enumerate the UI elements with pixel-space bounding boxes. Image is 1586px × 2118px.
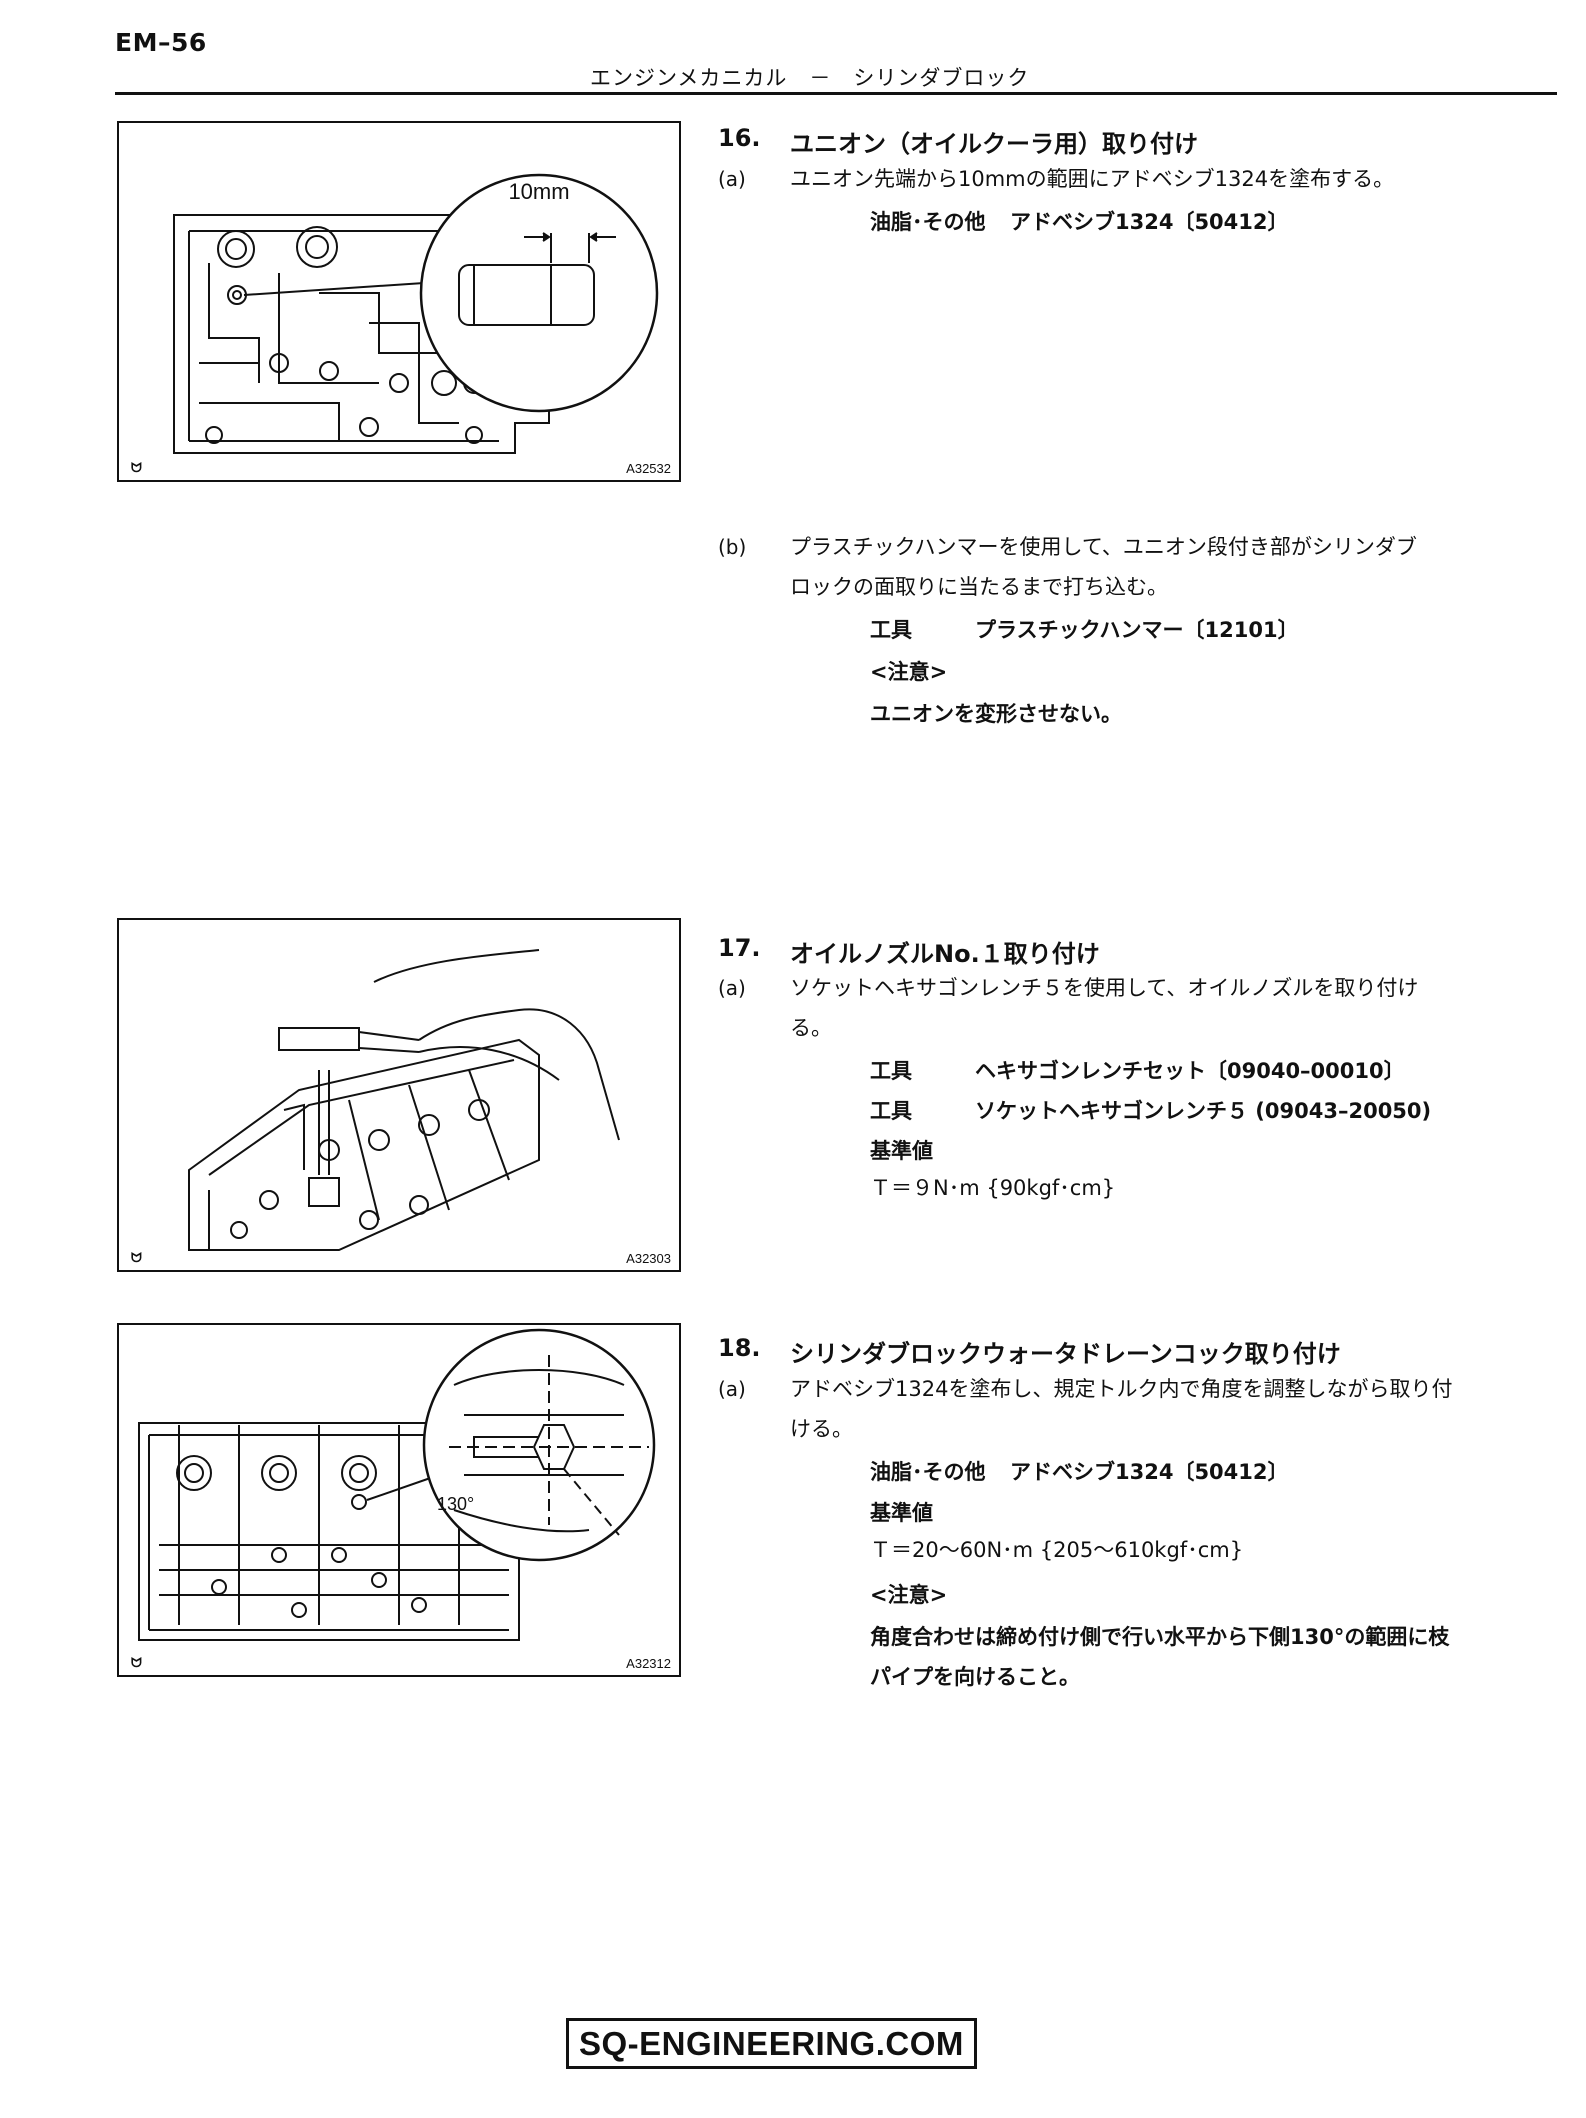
figure-drain-cock-installation: 130° ᗢ A32312 <box>117 1323 681 1677</box>
figure-mark: ᗢ <box>131 460 142 475</box>
page-code: EM–56 <box>115 28 207 57</box>
std-title: 基準値 <box>870 1501 933 1525</box>
spec-value: ヘキサゴンレンチセット〔09040–00010〕 <box>975 1059 1405 1083</box>
notice-title: <注意> <box>870 1583 948 1607</box>
spec-line: 工具 ヘキサゴンレンチセット〔09040–00010〕 <box>870 1055 1405 1085</box>
spec-label: 工具 <box>870 1059 912 1083</box>
notice-text: ユニオンを変形させない。 <box>870 702 1122 726</box>
section-16-title: ユニオン（オイルクーラ用）取り付け <box>790 130 1198 158</box>
std-value: Ｔ＝９N･m {90kgf･cm} <box>870 1176 1116 1200</box>
step-text: る。 <box>790 1016 832 1040</box>
spec-line: 工具 プラスチックハンマー〔12101〕 <box>870 614 1299 644</box>
step-text: ソケットヘキサゴンレンチ５を使用して、オイルノズルを取り付け <box>790 976 1419 1000</box>
section-16-number: 16. <box>718 124 761 152</box>
spec-value: アドベシブ1324〔50412〕 <box>1010 1460 1289 1484</box>
spec-line: 油脂･その他アドベシブ1324〔50412〕 <box>870 1456 1289 1486</box>
step-label: (b) <box>718 535 747 559</box>
figure-code: A32312 <box>626 1656 671 1671</box>
angle-label: 130° <box>437 1494 474 1514</box>
union-diagram: 10mm <box>173 173 659 454</box>
step-text: アドベシブ1324を塗布し、規定トルク内で角度を調整しながら取り付 <box>790 1377 1453 1401</box>
drain-cock-diagram: 130° <box>138 1328 656 1641</box>
notice-text: 角度合わせは締め付け側で行い水平から下側130°の範囲に枝 <box>870 1625 1450 1649</box>
step-label: (a) <box>718 167 746 191</box>
notice-text: パイプを向けること。 <box>870 1665 1080 1689</box>
figure-mark: ᗢ <box>131 1655 142 1670</box>
section-17-number: 17. <box>718 934 761 962</box>
section-18-number: 18. <box>718 1334 761 1362</box>
spec-label: 工具 <box>870 1099 912 1123</box>
spec-label: 工具 <box>870 618 912 642</box>
spec-line: 油脂･その他アドベシブ1324〔50412〕 <box>870 206 1289 236</box>
step-text: ユニオン先端から10mmの範囲にアドベシブ1324を塗布する。 <box>790 167 1395 191</box>
figure-union-application: 10mm ᗢ A32532 <box>117 121 681 482</box>
std-value: Ｔ＝20～60N･m {205～610kgf･cm} <box>870 1538 1244 1562</box>
figure-mark: ᗢ <box>131 1250 142 1265</box>
figure-oil-nozzle-installation: ᗢ A32303 <box>117 918 681 1272</box>
oil-nozzle-diagram <box>188 949 620 1251</box>
spec-value: アドベシブ1324〔50412〕 <box>1010 210 1289 234</box>
step-label: (a) <box>718 976 746 1000</box>
figure-code: A32303 <box>626 1251 671 1266</box>
step-text: プラスチックハンマーを使用して、ユニオン段付き部がシリンダブ <box>790 535 1417 559</box>
notice-title: <注意> <box>870 660 948 684</box>
spec-label: 油脂･その他 <box>870 1460 986 1484</box>
step-text: ロックの面取りに当たるまで打ち込む。 <box>790 575 1168 599</box>
spec-value: ソケットヘキサゴンレンチ５ (09043–20050) <box>975 1099 1432 1123</box>
section-17-title: オイルノズルNo.１取り付け <box>790 940 1100 968</box>
section-18-title: シリンダブロックウォータドレーンコック取り付け <box>790 1340 1341 1368</box>
figure-code: A32532 <box>626 461 671 476</box>
std-title: 基準値 <box>870 1139 933 1163</box>
spec-value: プラスチックハンマー〔12101〕 <box>975 618 1299 642</box>
spec-label: 油脂･その他 <box>870 210 986 234</box>
step-label: (a) <box>718 1377 746 1401</box>
header-rule <box>115 92 1557 95</box>
running-header: エンジンメカニカル － シリンダブロック <box>590 66 1030 90</box>
watermark: SQ-ENGINEERING.COM <box>566 2018 977 2069</box>
step-text: ける。 <box>790 1417 853 1441</box>
dimension-label: 10mm <box>508 179 569 204</box>
spec-line: 工具 ソケットヘキサゴンレンチ５ (09043–20050) <box>870 1095 1431 1125</box>
